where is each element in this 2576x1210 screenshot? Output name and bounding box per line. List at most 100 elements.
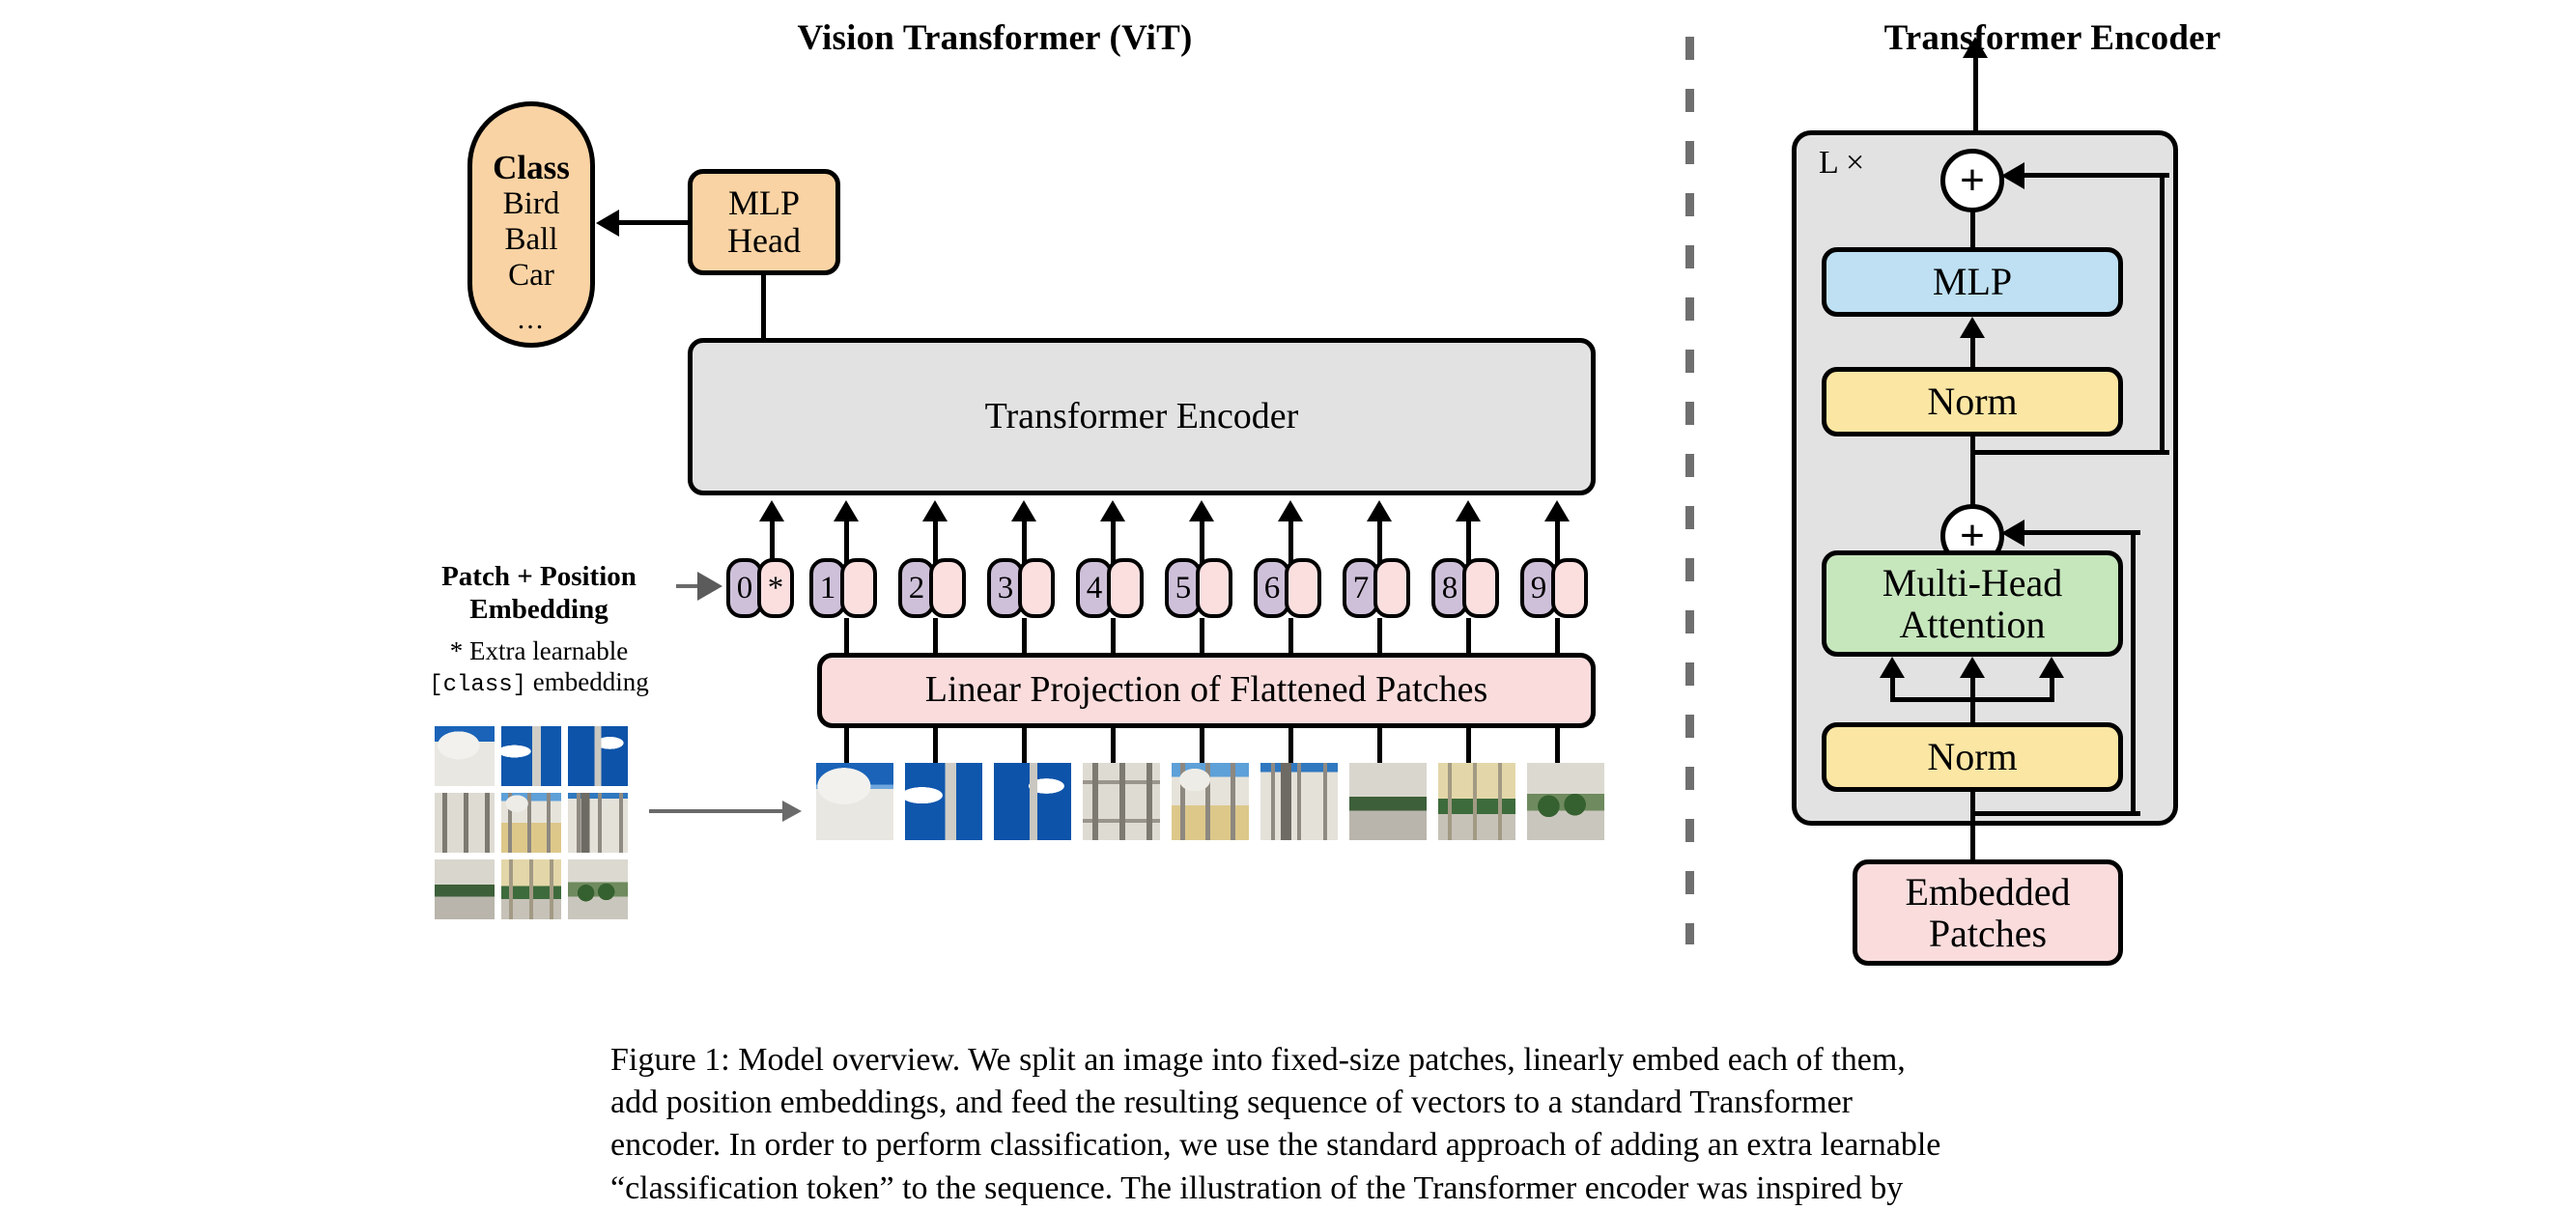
encoder-output-line [1973, 58, 1978, 135]
encoder-norm-top-box: Norm [1822, 367, 2123, 436]
token-9-patch-cap [1551, 558, 1588, 618]
patch-stem-6 [1288, 728, 1293, 763]
qkv-key-arrowhead [1960, 657, 1985, 678]
token-4-position-cap: 4 [1076, 558, 1113, 618]
patch-strip-item-7 [1349, 763, 1427, 840]
token-arrow-line-4 [1111, 521, 1116, 568]
token-6-number: 6 [1263, 570, 1281, 605]
token-arrow-head-7 [1367, 500, 1392, 521]
embedding-label-arrow-line [676, 584, 703, 588]
token-3[interactable]: 3 [987, 558, 1055, 618]
patch-stem-4 [1111, 728, 1116, 763]
token-6[interactable]: 6 [1254, 558, 1321, 618]
projection-stem-5 [1200, 618, 1204, 657]
caption-line-3: encoder. In order to perform classificat… [610, 1127, 1941, 1164]
encoder-attention-label-line1: Multi-Head [1882, 560, 2063, 605]
token-arrow-head-6 [1278, 500, 1303, 521]
extra-learnable-note: * Extra learnable [class] embedding [391, 635, 687, 700]
token-5-number: 5 [1175, 570, 1192, 605]
attention-residual-bottom-line [1973, 811, 2140, 816]
token-2[interactable]: 2 [898, 558, 966, 618]
token-arrow-line-1 [844, 521, 849, 568]
panel-divider [1685, 37, 1694, 944]
source-patch-r1c2 [501, 726, 561, 786]
projection-stem-8 [1466, 618, 1471, 657]
patch-stem-9 [1555, 728, 1560, 763]
class-items-ellipsis: ... [517, 303, 546, 336]
qkv-value-line [2050, 678, 2054, 701]
encoder-attention-label-line2: Attention [1899, 603, 2046, 646]
mlp-head-label-line1: MLP [727, 183, 801, 223]
token-9-position-cap: 9 [1520, 558, 1557, 618]
token-8-number: 8 [1441, 570, 1458, 605]
token-1[interactable]: 1 [809, 558, 877, 618]
class-item-car: Car [508, 258, 554, 294]
encoder-norm-top-label: Norm [1927, 380, 2018, 424]
token-7[interactable]: 7 [1343, 558, 1410, 618]
token-2-number: 2 [908, 570, 925, 605]
token-7-patch-cap [1373, 558, 1410, 618]
token-arrow-head-5 [1189, 500, 1214, 521]
source-image-grid [435, 726, 628, 919]
token-4[interactable]: 4 [1076, 558, 1144, 618]
token-6-position-cap: 6 [1254, 558, 1290, 618]
encoder-repeat-label: L × [1819, 145, 1865, 181]
extra-learnable-line2-tail: embedding [526, 667, 649, 697]
token-arrow-head-4 [1100, 500, 1125, 521]
encoder-block-container [1792, 130, 2178, 826]
token-arrow-line-9 [1555, 521, 1560, 568]
source-patch-r1c1 [435, 726, 495, 786]
token-5-patch-cap [1196, 558, 1232, 618]
image-to-patches-line [649, 809, 784, 813]
token-arrow-head-0 [759, 500, 784, 521]
source-patch-r3c2 [501, 859, 561, 919]
token-1-number: 1 [819, 570, 836, 605]
figure-caption: Figure 1: Model overview. We split an im… [610, 1039, 2035, 1210]
extra-learnable-line2: [class] embedding [391, 666, 687, 700]
patch-strip-item-3 [994, 763, 1071, 840]
patch-strip-item-8 [1438, 763, 1515, 840]
patch-stem-3 [1022, 728, 1027, 763]
qkv-value-arrowhead [2039, 657, 2064, 678]
class-token-code: [class] [429, 672, 527, 699]
token-8[interactable]: 8 [1431, 558, 1499, 618]
token-0-class-cap: * [757, 558, 794, 618]
mlp-residual-bottom-line [1973, 450, 2169, 455]
qkv-query-arrowhead [1880, 657, 1905, 678]
token-0[interactable]: 0 * [726, 558, 794, 618]
token-3-number: 3 [997, 570, 1014, 605]
source-patch-r3c3 [568, 859, 628, 919]
mlp-residual-arrowhead [2001, 162, 2024, 189]
patch-stem-7 [1377, 728, 1382, 763]
encoder-mlp-box: MLP [1822, 247, 2123, 317]
token-4-patch-cap [1107, 558, 1144, 618]
mlp-head-box: MLP Head [688, 169, 840, 275]
image-to-patches-arrowhead [782, 801, 802, 822]
token-5[interactable]: 5 [1165, 558, 1232, 618]
attention-residual-arrowhead [2001, 520, 2024, 547]
attention-residual-top-line [2024, 530, 2140, 535]
caption-line-4: “classification token” to the sequence. … [610, 1169, 1904, 1206]
projection-stem-1 [844, 618, 849, 657]
patch-strip-item-6 [1260, 763, 1338, 840]
token-0-position-cap: 0 [726, 558, 763, 618]
patch-strip-item-9 [1527, 763, 1604, 840]
token-9[interactable]: 9 [1520, 558, 1588, 618]
left-panel-title: Vision Transformer (ViT) [797, 18, 1193, 58]
token-arrow-head-9 [1544, 500, 1570, 521]
embedding-label-arrowhead [697, 572, 722, 601]
projection-stem-9 [1555, 618, 1560, 657]
extra-learnable-line1: * Extra learnable [449, 636, 629, 665]
encoder-output-arrowhead [1963, 37, 1988, 58]
token-arrow-line-7 [1377, 521, 1382, 568]
attention-residual-connector [1996, 530, 2136, 815]
token-2-patch-cap [929, 558, 966, 618]
token-arrow-line-3 [1022, 521, 1027, 568]
token-arrow-head-8 [1456, 500, 1481, 521]
qkv-query-line [1890, 678, 1895, 701]
embedded-patches-to-norm-line [1970, 790, 1975, 891]
projection-stem-7 [1377, 618, 1382, 657]
token-arrow-head-2 [922, 500, 948, 521]
patch-stem-8 [1466, 728, 1471, 763]
token-1-position-cap: 1 [809, 558, 846, 618]
